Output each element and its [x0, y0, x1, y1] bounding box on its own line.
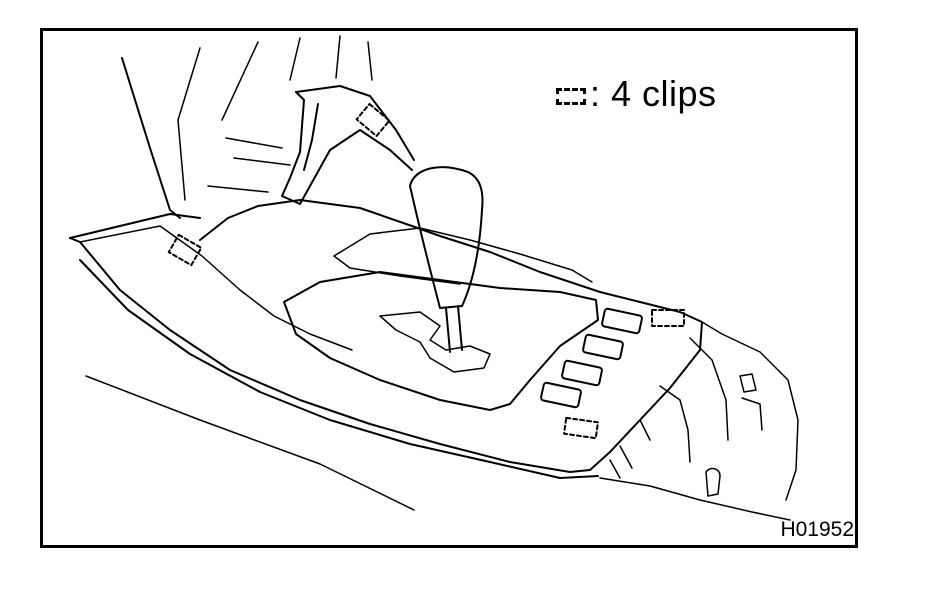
- clip-location-left: [167, 233, 203, 267]
- console-right-detail-2: [741, 397, 763, 431]
- rear-bracket: [281, 91, 413, 205]
- diagram-frame: [40, 28, 858, 548]
- console-right-panel-3: [659, 385, 691, 463]
- gate-slot: [379, 311, 491, 373]
- left-pillar-inner: [177, 47, 201, 201]
- switch-button-2: [582, 333, 624, 361]
- bezel-edge: [69, 213, 201, 239]
- console-right-panel: [701, 321, 799, 501]
- top-panel-line: [221, 41, 259, 121]
- console-lower-right: [599, 477, 791, 521]
- rear-bracket-3: [303, 103, 319, 171]
- top-panel-line-4: [367, 41, 373, 81]
- bg-lines: [207, 137, 291, 193]
- clip-legend: : 4 clips: [556, 76, 717, 112]
- dashed-rectangle-clip-icon: [556, 87, 586, 105]
- console-right-detail: [739, 373, 757, 393]
- rear-bracket-2: [295, 85, 415, 161]
- switch-button-4: [540, 381, 582, 409]
- console-right-lines: [609, 419, 651, 479]
- bezel-lower: [79, 259, 599, 479]
- switch-button-1: [601, 307, 643, 335]
- bezel-outer: [69, 199, 703, 473]
- console-right-panel-2: [689, 337, 729, 441]
- top-panel-line-3: [335, 35, 341, 79]
- gate-plate: [283, 271, 599, 411]
- gate-plate-upper: [333, 227, 593, 283]
- console-side-lines: [85, 375, 415, 511]
- shift-knob: [409, 166, 484, 309]
- legend-text: : 4 clips: [590, 73, 717, 114]
- clip-location-right: [651, 309, 685, 327]
- illustration-code: H01952: [780, 518, 854, 541]
- switch-button-3: [561, 359, 603, 387]
- left-pillar: [121, 57, 181, 219]
- top-panel-line-2: [289, 37, 301, 81]
- clip-location-rear: [355, 102, 391, 138]
- shift-rod: [445, 305, 463, 353]
- gate-plate-upper-2: [333, 255, 461, 285]
- console-right-peg: [705, 467, 721, 497]
- clip-location-front: [563, 416, 599, 440]
- bezel-inner-left: [79, 225, 353, 351]
